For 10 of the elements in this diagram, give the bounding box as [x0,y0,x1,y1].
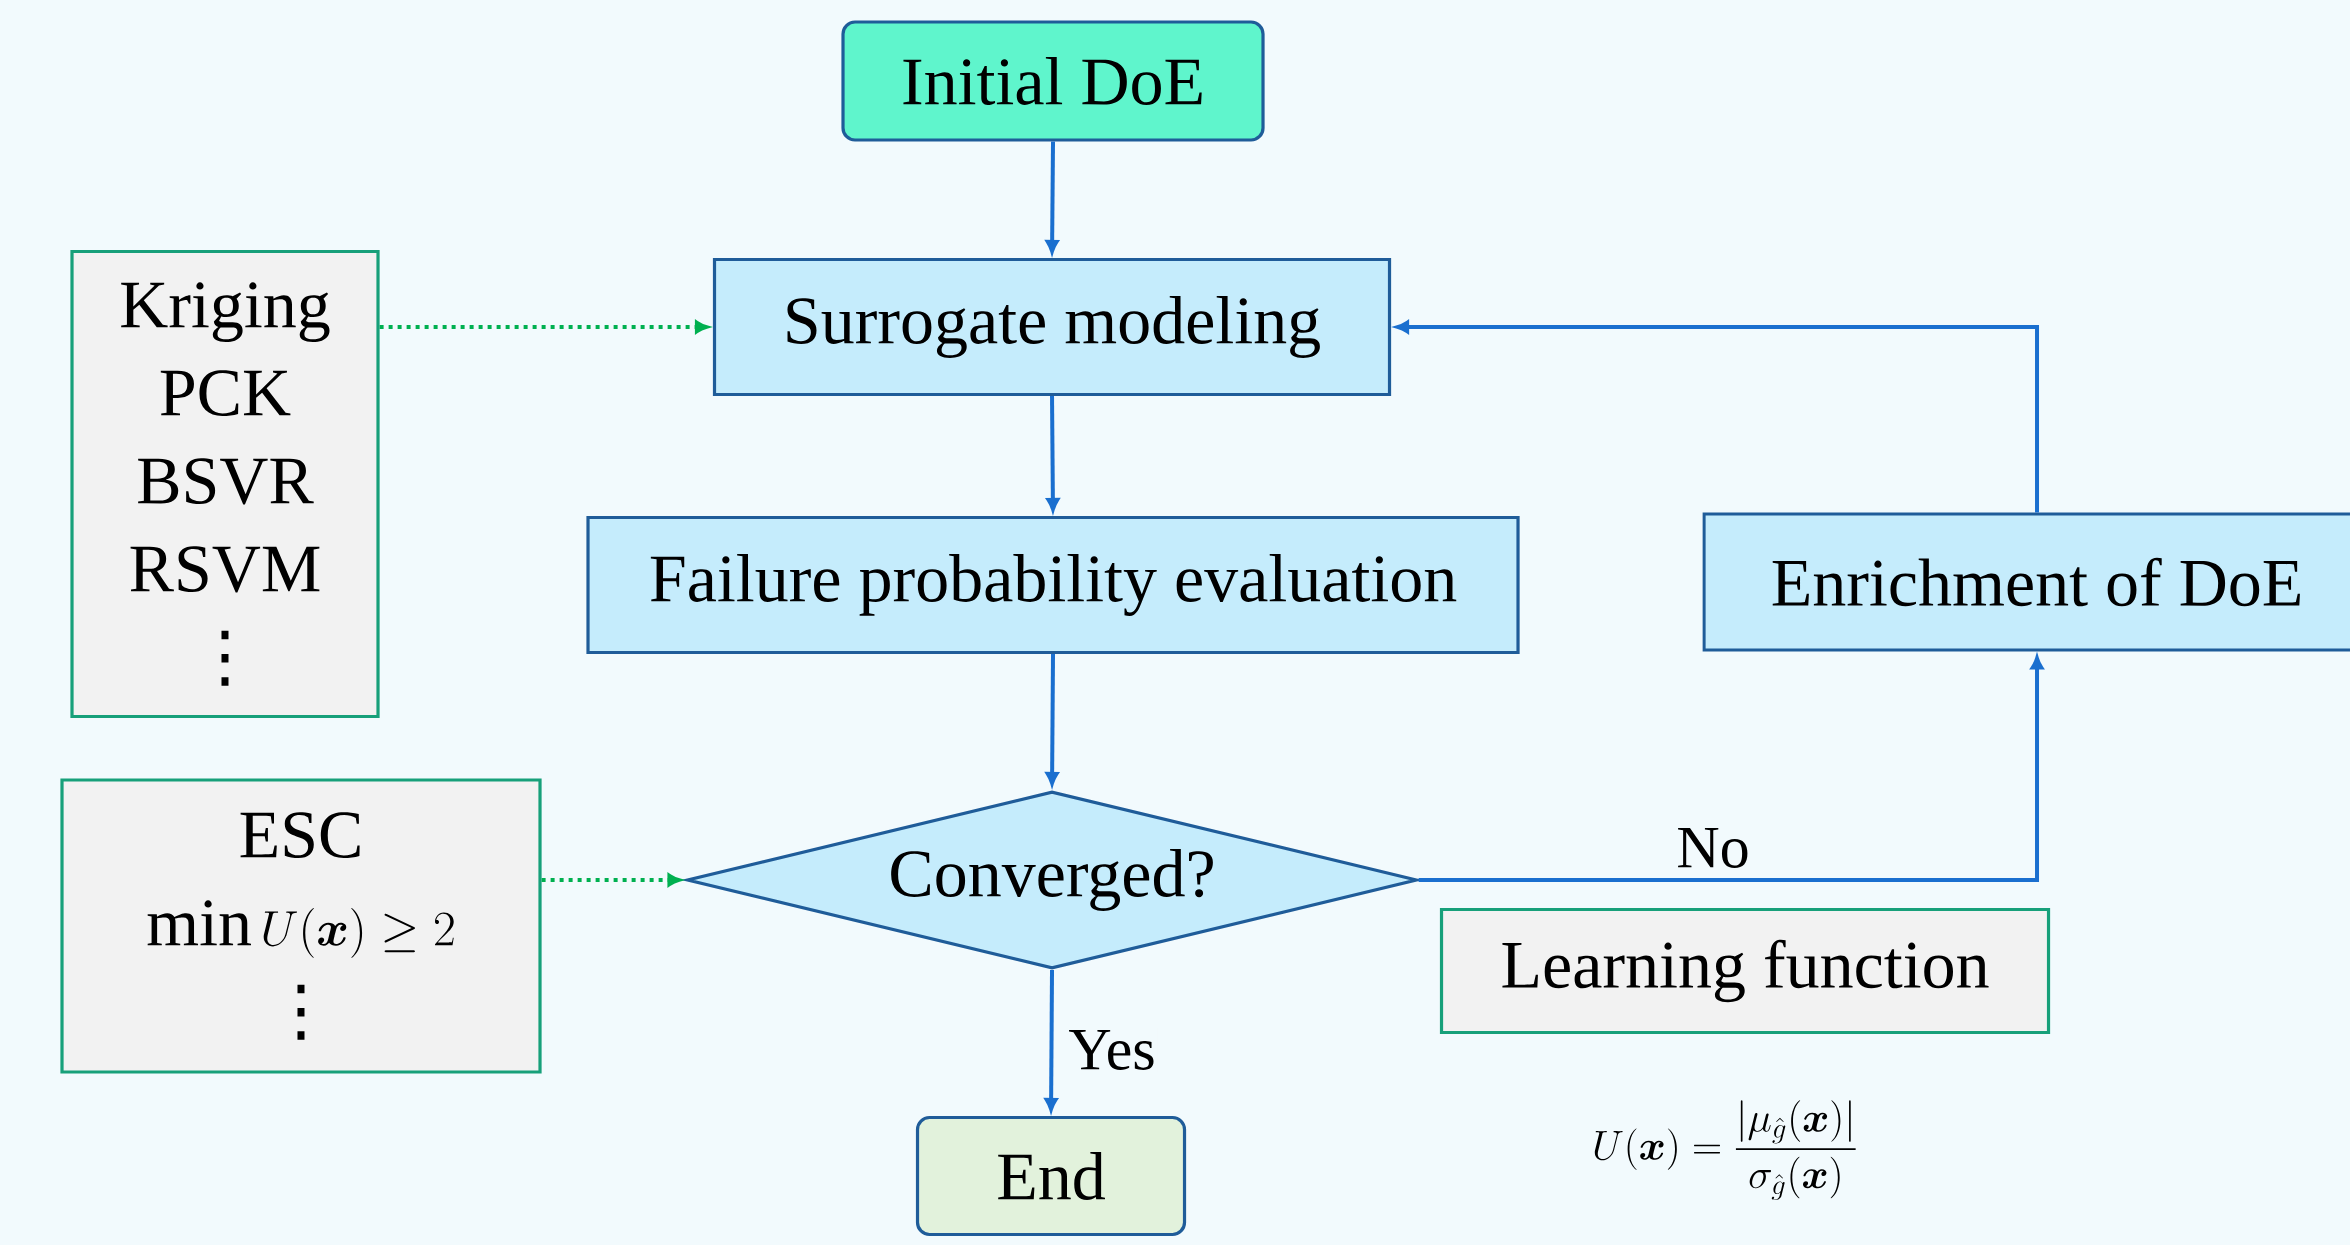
process-box: Surrogate modeling [712,257,1392,397]
edge-label: Yes [1066,1028,1158,1072]
process-box: Enrichment of DoE [1702,512,2350,652]
start-box: Initial DoE [841,20,1265,142]
formula: $U(\bm{x}) = \frac{\left|\mu_{\hat{g}}(\bm{x})\right|}{\sigma_{\hat{g}}(\bm{x})}$ [1594,1100,1856,1200]
process-box: Failure probability evaluation [586,515,1520,655]
learning-function-box: Learning function [1439,907,2051,1035]
criterion-box: ESC $\min U(\bm{x}) \geq 2$ ⋮ [60,778,542,1074]
method-list-box: Kriging PCK BSVR RSVM ⋮ [70,249,380,719]
end-box: End [915,1115,1187,1237]
